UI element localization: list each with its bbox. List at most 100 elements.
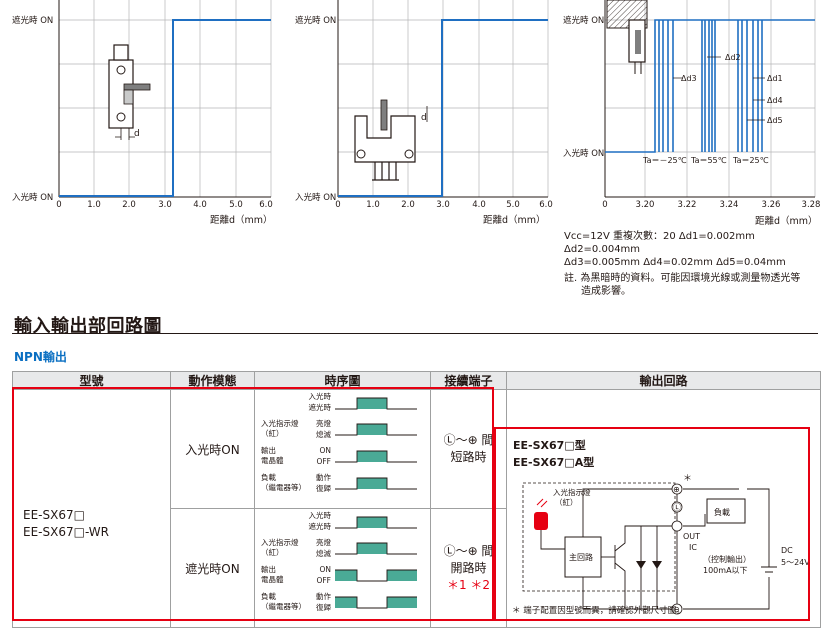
timing-group-label: 輸出 <box>261 564 276 574</box>
circuit-footnote: ＊ 端子配置因型號而異，請確認外觀尺寸圖。 <box>512 606 685 616</box>
terminal-text: 短路時 <box>450 450 487 464</box>
terminal-note: ＊1 ＊2 <box>446 577 491 592</box>
chart-1-sensor-diagram: d <box>108 44 151 140</box>
timing-label: 復歸 <box>316 483 331 493</box>
tick-label: 2.0 <box>122 200 136 210</box>
npn-title: NPN輸出 <box>14 350 67 364</box>
timing-group-label: 負載 <box>261 472 276 482</box>
chart-3-xlabel: 距離d（mm） <box>755 215 818 227</box>
tick-label: 2.0 <box>401 200 415 210</box>
tick-label: 4.0 <box>472 200 486 210</box>
chart-1-d-label: d <box>134 129 140 139</box>
header-terminal: 接續端子 <box>430 371 507 390</box>
tick-label: 4.0 <box>193 200 207 210</box>
timing-cell: 入光時 遮光時 亮燈 熄滅 ON OFF 動作 復歸 入光指示燈 （紅） 輸出 … <box>254 508 431 628</box>
timing-label: 動作 <box>316 591 331 601</box>
led-icon <box>534 498 548 530</box>
model-name: EE-SX67□ <box>23 507 85 522</box>
ic-label: IC <box>689 543 697 552</box>
tick-label: 5.0 <box>506 200 520 210</box>
section-divider <box>12 333 818 334</box>
timing-label: OFF <box>316 576 331 585</box>
circuit-model-2: EE-SX67□A型 <box>513 455 594 469</box>
header-timing: 時序圖 <box>254 371 431 390</box>
timing-label: 亮燈 <box>316 537 331 547</box>
timing-group-label: 入光指示燈 <box>261 537 299 547</box>
tick-label: 1.0 <box>366 200 380 210</box>
chart-3-sensor-diagram <box>606 0 648 74</box>
timing-label: 遮光時 <box>309 402 332 412</box>
terminal-text: Ⓛ〜⊕ 間 <box>443 543 494 558</box>
chart-2: 遮光時 ON 入光時 ON 0 1.0 2.0 3.0 4.0 5.0 6.0 … <box>295 0 553 226</box>
timing-group-label: 電晶體 <box>261 574 284 584</box>
chart-2-d-label: d <box>421 113 427 123</box>
chart-1-xlabel: 距離d（mm） <box>210 214 273 226</box>
header-output-circuit: 輸出回路 <box>506 371 821 390</box>
note-line: Vcc=12V 重複次數：20 Δd1=0.002mm Δd2=0.004mm <box>564 231 755 255</box>
chart-3-series-ta-55 <box>701 20 716 152</box>
tick-label: 3.0 <box>436 200 450 210</box>
chart-3: Δd2 Δd3 Δd1 Δd4 Δd5 Ta＝－25℃ Ta＝55℃ Ta＝25… <box>563 0 821 227</box>
chart-1: 遮光時 ON 入光時 ON 0 1.0 2.0 3.0 4.0 5.0 6.0 … <box>12 0 273 226</box>
note-line: Δd3=0.005mm Δd4=0.02mm Δd5=0.04mm <box>564 257 786 268</box>
tick-label: 3.26 <box>762 200 781 210</box>
chart-1-y-on: 遮光時 ON <box>12 15 53 26</box>
main-circuit-label: 主回路 <box>569 552 593 562</box>
timing-label: ON <box>319 446 331 455</box>
timing-group-label: （紅） <box>261 547 284 557</box>
tick-label: 3.22 <box>678 200 697 210</box>
timing-chart-light-on: 入光時 遮光時 亮燈 熄滅 ON OFF 動作 復歸 入光指示燈 （紅） 輸出 … <box>261 391 417 493</box>
tick-label: 6.0 <box>259 200 273 210</box>
terminal-l: Ⓛ <box>673 503 681 512</box>
section-title: 輸入輸出部回路圖 <box>14 316 162 337</box>
timing-label: 入光時 <box>309 510 332 520</box>
tick-label: 0 <box>335 200 340 210</box>
circuit-model-1: EE-SX67□型 <box>513 438 586 452</box>
timing-label: 復歸 <box>316 602 331 612</box>
terminal-text: Ⓛ〜⊕ 間 <box>443 433 494 447</box>
chart-3-series-ta-25 <box>737 20 763 152</box>
output-circuit-diagram: EE-SX67□型 EE-SX67□A型 入光指示燈 （紅） 主回路 <box>513 438 810 615</box>
load-label: 負載 <box>714 507 730 517</box>
chart-2-y-on: 遮光時 ON <box>295 15 336 26</box>
timing-group-label: 負載 <box>261 591 276 601</box>
timing-group-label: 輸出 <box>261 445 276 455</box>
chart-3-delta-d3: Δd3 <box>681 74 697 83</box>
chart-3-y-off: 入光時 ON <box>563 148 604 159</box>
tick-label: 3.28 <box>802 200 821 210</box>
timing-group-label: （繼電器等） <box>261 482 306 492</box>
circuit-indicator-label: 入光指示燈 <box>553 487 591 497</box>
header-mode: 動作模態 <box>170 371 255 390</box>
timing-label: 熄滅 <box>316 429 331 439</box>
timing-label: 熄滅 <box>316 548 331 558</box>
chart-3-delta-d4: Δd4 <box>767 96 783 105</box>
chart-3-delta-d1: Δd1 <box>767 74 783 83</box>
tick-label: 1.0 <box>87 200 101 210</box>
chart-2-xlabel: 距離d（mm） <box>483 214 546 226</box>
mode-cell: 入光時ON <box>170 389 255 509</box>
tick-label: 3.20 <box>636 200 655 210</box>
timing-cell: 入光時 遮光時 亮燈 熄滅 ON OFF 動作 復歸 入光指示燈 （紅） 輸出 … <box>254 389 431 509</box>
chart-3-y-on: 遮光時 ON <box>563 15 604 26</box>
highlight-box-left <box>12 387 494 621</box>
note-line: 造成影響。 <box>581 286 631 297</box>
ic-note: 100mA以下 <box>703 566 748 575</box>
tick-label: 6.0 <box>539 200 553 210</box>
chart-2-y-off: 入光時 ON <box>295 192 336 203</box>
terminal-minus: ⊖ <box>673 605 680 614</box>
terminal-text: 開路時 <box>450 560 487 575</box>
timing-group-label: 入光指示燈 <box>261 418 299 428</box>
chart-3-ta-55: Ta＝55℃ <box>690 156 727 165</box>
timing-label: 遮光時 <box>309 521 332 531</box>
timing-label: ON <box>319 565 331 574</box>
timing-label: OFF <box>316 457 331 466</box>
timing-group-label: 電晶體 <box>261 455 284 465</box>
chart-1-grid <box>58 0 272 198</box>
note-line: 註. 為黑暗時的資料。可能因環境光線或測量物透光等 <box>564 273 801 284</box>
circuit-asterisk: ＊ <box>683 474 692 484</box>
highlight-box-right <box>494 427 810 621</box>
chart-1-series-line <box>59 19 271 197</box>
timing-label: 動作 <box>316 472 331 482</box>
chart-2-sensor-diagram: d <box>354 99 428 181</box>
chart-3-delta-d2: Δd2 <box>725 53 741 62</box>
